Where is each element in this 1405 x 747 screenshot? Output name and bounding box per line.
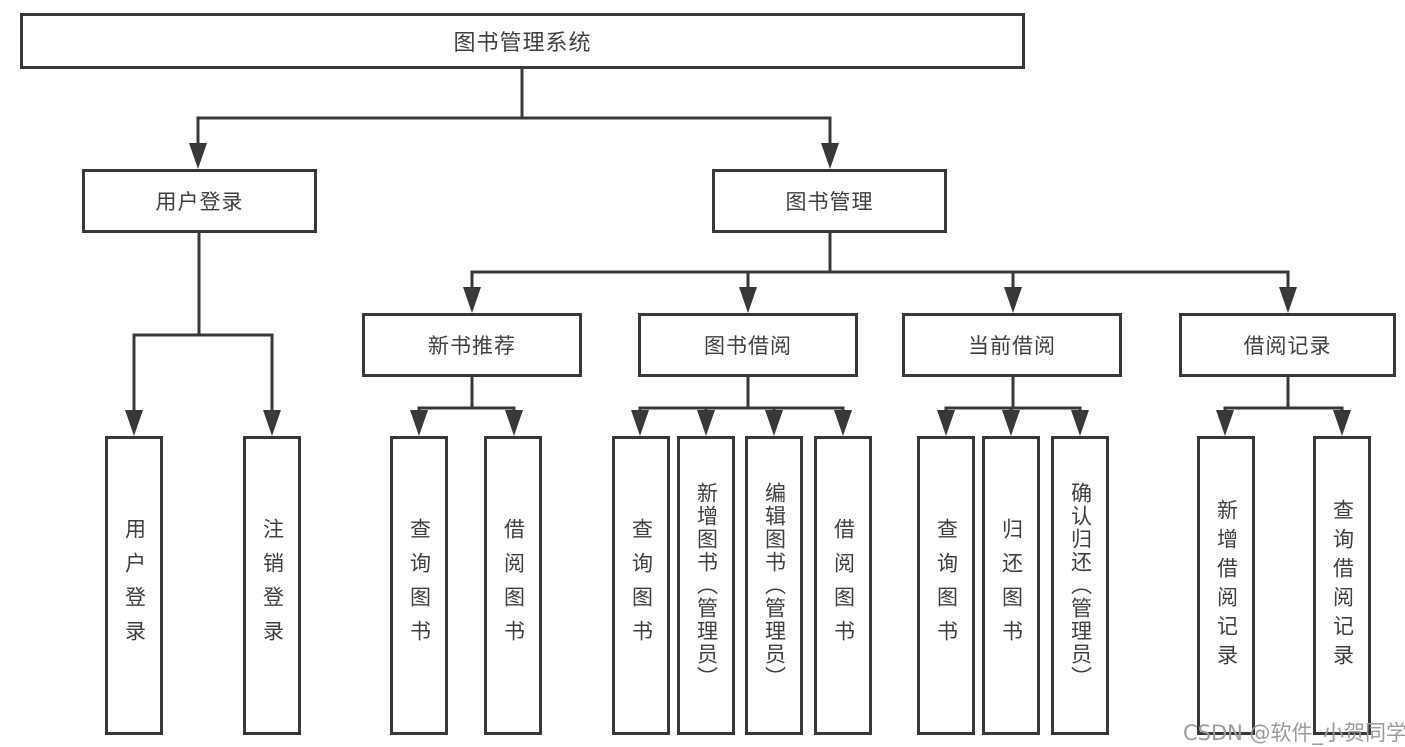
- arrow-icon: [1333, 410, 1351, 436]
- leaf-query-books-recommend-label: 查询图书: [407, 517, 432, 654]
- leaf-add-borrow-record: 新增借阅记录: [1197, 436, 1255, 735]
- arrow-icon: [631, 410, 649, 436]
- node-user-login: 用户登录: [82, 169, 317, 233]
- leaf-edit-book-admin-label: 编辑图书（管理员）: [762, 482, 787, 689]
- arrow-icon: [1279, 287, 1297, 313]
- watermark-text: CSDN @软件_小贺同学: [1183, 721, 1405, 745]
- arrow-icon: [189, 143, 207, 169]
- leaf-confirm-return-admin: 确认归还（管理员）: [1051, 436, 1109, 735]
- node-root: 图书管理系统: [20, 13, 1025, 69]
- leaf-query-books-borrow-label: 查询图书: [629, 517, 654, 654]
- leaf-borrow-books: 借阅图书: [814, 436, 872, 735]
- leaf-borrow-books-recommend: 借阅图书: [484, 436, 542, 735]
- leaf-add-book-admin-label: 新增图书（管理员）: [694, 482, 719, 689]
- arrow-icon: [505, 410, 523, 436]
- arrowheads: [125, 143, 1351, 436]
- leaf-query-books-recommend: 查询图书: [390, 436, 448, 735]
- leaf-add-borrow-record-label: 新增借阅记录: [1214, 498, 1239, 673]
- node-borrow-records: 借阅记录: [1179, 313, 1396, 377]
- leaf-query-books-borrow: 查询图书: [612, 436, 670, 735]
- node-book-borrow-label: 图书借阅: [704, 334, 792, 358]
- arrow-icon: [410, 410, 428, 436]
- arrow-icon: [739, 287, 757, 313]
- arrow-icon: [697, 410, 715, 436]
- leaf-query-books-current-label: 查询图书: [934, 517, 959, 654]
- arrow-icon: [125, 410, 143, 436]
- leaf-user-login-label: 用户登录: [122, 517, 147, 654]
- leaf-return-book: 归还图书: [982, 436, 1040, 735]
- node-current-borrow: 当前借阅: [902, 313, 1122, 377]
- arrow-icon: [1216, 410, 1234, 436]
- node-new-book-recommend: 新书推荐: [362, 313, 582, 377]
- arrow-icon: [765, 410, 783, 436]
- leaf-add-book-admin: 新增图书（管理员）: [677, 436, 735, 735]
- node-current-borrow-label: 当前借阅: [968, 334, 1056, 358]
- leaf-logout-label: 注销登录: [260, 517, 285, 654]
- leaf-query-books-current: 查询图书: [917, 436, 975, 735]
- arrow-icon: [1071, 410, 1089, 436]
- node-book-borrow: 图书借阅: [638, 313, 858, 377]
- leaf-query-borrow-record: 查询借阅记录: [1313, 436, 1371, 735]
- leaf-edit-book-admin: 编辑图书（管理员）: [745, 436, 803, 735]
- leaf-borrow-books-label: 借阅图书: [831, 517, 856, 654]
- leaf-return-book-label: 归还图书: [999, 517, 1024, 654]
- leaf-user-login: 用户登录: [105, 436, 163, 735]
- arrow-icon: [821, 143, 839, 169]
- node-new-book-recommend-label: 新书推荐: [428, 334, 516, 358]
- leaf-query-borrow-record-label: 查询借阅记录: [1330, 498, 1355, 673]
- arrow-icon: [463, 287, 481, 313]
- arrow-icon: [834, 410, 852, 436]
- arrow-icon: [1002, 410, 1020, 436]
- arrow-icon: [937, 410, 955, 436]
- node-user-login-label: 用户登录: [155, 190, 244, 214]
- leaf-confirm-return-admin-label: 确认归还（管理员）: [1068, 482, 1093, 689]
- leaf-borrow-books-recommend-label: 借阅图书: [501, 517, 526, 654]
- node-book-management-label: 图书管理: [785, 190, 874, 214]
- node-book-management: 图书管理: [712, 169, 947, 233]
- node-root-label: 图书管理系统: [453, 31, 592, 56]
- arrow-icon: [1004, 287, 1022, 313]
- arrow-icon: [263, 410, 281, 436]
- node-borrow-records-label: 借阅记录: [1243, 334, 1332, 358]
- leaf-logout: 注销登录: [243, 436, 301, 735]
